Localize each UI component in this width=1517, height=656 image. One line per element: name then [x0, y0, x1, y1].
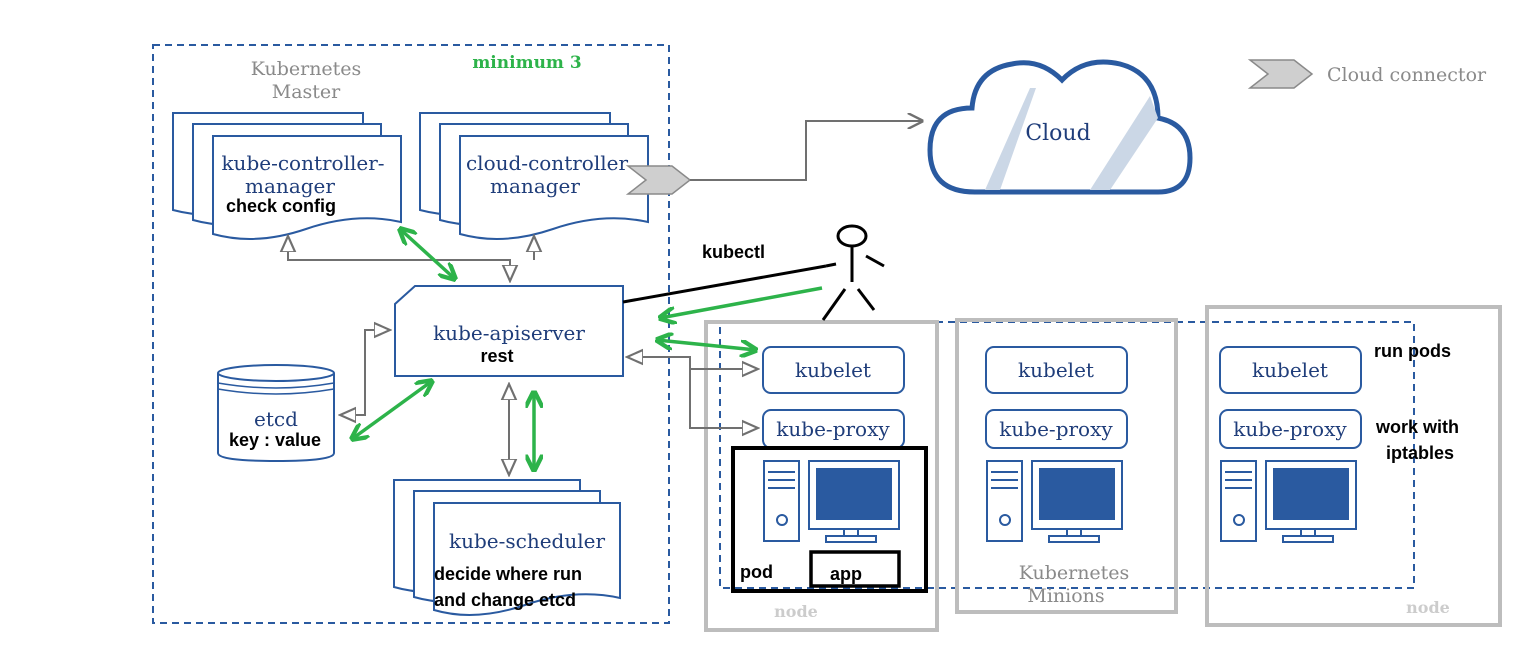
scheduler-label: kube-scheduler — [449, 529, 605, 553]
node-3-computer-icon — [1220, 460, 1357, 543]
node-3-kube-proxy-label: kube-proxy — [1233, 417, 1347, 441]
cloud: Cloud — [927, 59, 1193, 195]
node-3-kubelet — [1219, 346, 1362, 394]
cloud-connector-icon — [625, 165, 692, 195]
controller-manager-label: kube-controller- — [221, 151, 384, 175]
green-arrow-controller-apiserver — [400, 229, 455, 279]
node-1-computer-icon — [763, 460, 900, 543]
green-arrow-apiserver-kubelet — [657, 340, 756, 350]
node-3-proxy-note: work with — [1375, 417, 1459, 437]
controller-manager-note: check config — [226, 196, 336, 216]
node-3-label: node — [1406, 598, 1450, 617]
node-2-kubelet-label: kubelet — [1018, 358, 1094, 382]
node-3-kubelet-label: kubelet — [1252, 358, 1328, 382]
kubectl-line — [622, 264, 827, 304]
legend-label: Cloud connector — [1327, 64, 1487, 86]
kube-apiserver: kube-apiserver rest — [394, 285, 624, 377]
user-figure — [821, 224, 885, 321]
scheduler-note: decide where run — [434, 564, 582, 584]
master-minimum-note: minimum 3 — [472, 53, 581, 73]
apiserver-kubelet-connector — [627, 357, 758, 369]
apiserver-label: kube-apiserver — [433, 321, 585, 345]
app-box — [809, 550, 901, 588]
node-2-kubelet — [985, 346, 1128, 394]
apiserver-note: rest — [480, 346, 513, 366]
legend: Cloud connector — [1247, 59, 1487, 89]
pod-label: pod — [740, 562, 773, 582]
node-3: kubelet kube-proxy run pods work with ip… — [1205, 305, 1502, 627]
app-label: app — [830, 564, 862, 584]
etcd: etcd key : value — [217, 364, 335, 463]
kube-controller-manager: kube-controller- manager check config — [172, 112, 402, 240]
minions-title: Kubernetes — [1019, 562, 1130, 584]
etcd-label: etcd — [254, 407, 298, 431]
apiserver-proxy-connector — [689, 369, 758, 428]
scheduler-note-line2: and change etcd — [434, 590, 576, 610]
node-1: kubelet kube-proxy node pod app — [704, 320, 939, 632]
minions-title-line2: Minions — [1027, 585, 1104, 607]
cloud-label: Cloud — [1025, 121, 1090, 146]
green-annotation-arrows — [352, 229, 823, 470]
node-1-kubelet — [762, 346, 905, 394]
green-arrow-etcd-apiserver — [352, 381, 432, 439]
cloud-connection-line — [690, 121, 922, 181]
cloud-controller-label: cloud-controller — [466, 151, 628, 175]
node-3-kube-proxy — [1219, 409, 1362, 449]
node-1-kubelet-label: kubelet — [795, 358, 871, 382]
legend-cloud-connector-icon — [1247, 59, 1314, 89]
controllers-to-apiserver-connector — [288, 236, 510, 281]
kubectl-label: kubectl — [702, 242, 765, 262]
node-2: kubelet kube-proxy — [955, 318, 1178, 614]
master-title-line2: Master — [272, 81, 341, 103]
pod-box — [731, 446, 928, 593]
node-2-computer-icon — [986, 460, 1123, 543]
node-1-label: node — [774, 602, 818, 621]
cloud-controller-label-line2: manager — [490, 174, 580, 198]
kube-scheduler: kube-scheduler decide where run and chan… — [393, 479, 621, 616]
node-3-proxy-note-line2: iptables — [1386, 443, 1454, 463]
etcd-note: key : value — [229, 430, 321, 450]
node-1-kube-proxy-label: kube-proxy — [776, 417, 890, 441]
node-3-kubelet-note: run pods — [1374, 341, 1451, 361]
cloud-controller-manager: cloud-controller manager — [419, 112, 649, 240]
master-title: Kubernetes — [251, 58, 362, 80]
controller-manager-label-line2: manager — [245, 174, 335, 198]
green-arrow-kubectl-apiserver — [660, 286, 823, 318]
etcd-apiserver-connector — [340, 330, 390, 415]
node-2-kube-proxy — [985, 409, 1128, 449]
node-2-kube-proxy-label: kube-proxy — [999, 417, 1113, 441]
